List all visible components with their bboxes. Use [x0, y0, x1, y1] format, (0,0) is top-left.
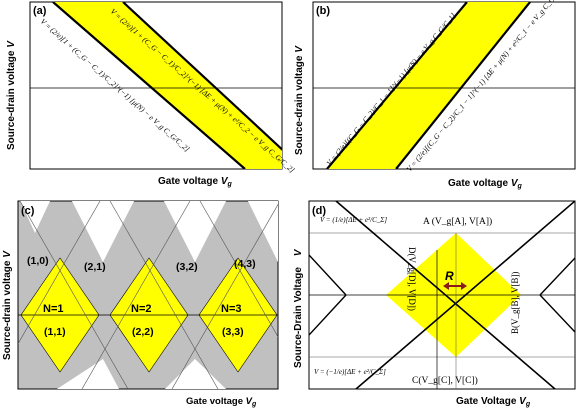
panel-d-diag: [539, 257, 575, 296]
panel-c-ylabel: Source-drain voltage: [2, 260, 13, 360]
svg-text:Source-drain voltage V: Source-drain voltage V: [2, 250, 13, 360]
svg-text:Gate voltage Vg: Gate voltage Vg: [186, 396, 257, 408]
panel-d-diag: [539, 294, 575, 333]
panel-d-xlabel: Gate Voltage: [456, 396, 517, 407]
panel-b-yellow-band: [327, 2, 530, 169]
panel-c-label-upper: (2,1): [84, 261, 106, 273]
panel-b-ylabel-sym: V: [294, 45, 305, 53]
panel-c-label-upper: (4,3): [234, 258, 256, 270]
panel-b-right-edge: [395, 2, 531, 169]
panel-c-line: [171, 203, 278, 389]
panel-d-point-d: D(V_g[D], V[D]): [407, 247, 417, 311]
panel-c-line: [19, 201, 129, 389]
panel-d-r-label: R: [445, 269, 454, 283]
panel-c-label-lower: (2,2): [132, 326, 154, 338]
panel-a-left-edge: [52, 2, 246, 169]
panel-d-diag: [309, 254, 347, 296]
panel-d-point-c: C(V_g[C], V[C]): [412, 375, 478, 386]
panel-d-point-b: B(V_g[B], V[B]): [510, 272, 520, 334]
panel-c-label-upper: (3,2): [176, 261, 198, 273]
svg-text:Source-drain voltage V: Source-drain voltage V: [294, 45, 305, 155]
panel-d-r-arrowhead: [461, 282, 467, 290]
panel-c-white-bottom: [57, 359, 119, 389]
panel-c-white-bottom: [165, 359, 226, 389]
panel-b-xlabel-sub: g: [516, 183, 522, 190]
panel-d-point-a: A (V_g[A], V[A]): [423, 216, 492, 227]
panel-a-xlabel-sym: V: [221, 176, 229, 187]
panel-c-label-lower: (1,1): [44, 326, 66, 338]
panel-c-n-label: N=3: [221, 303, 242, 315]
svg-text:Source-Drain Voltage V: Source-Drain Voltage V: [293, 248, 304, 368]
panel-a-yellow-band: [53, 2, 282, 169]
panel-c-line: [81, 201, 191, 389]
panel-d-tag: (d): [312, 205, 326, 217]
svg-text:Gate voltage Vg: Gate voltage Vg: [158, 176, 232, 188]
panel-b-ylabel: Source-drain voltage: [294, 55, 305, 155]
panel-c-white-top: [20, 201, 50, 233]
panel-c: (c) Source-drain voltage V Gate voltage …: [2, 200, 279, 408]
panel-d-xlabel-sym: V: [519, 396, 527, 407]
panel-c-line: [18, 201, 101, 345]
panel-a: (a) Source-drain voltage V Gate voltage …: [6, 1, 297, 188]
panel-c-white-top: [248, 201, 278, 262]
panel-d: R (d) Source-Drain Voltage V Gate Voltag…: [293, 200, 576, 408]
svg-text:Gate voltage Vg: Gate voltage Vg: [448, 178, 522, 190]
panel-b: (b) Source-drain voltage V Gate voltage …: [294, 0, 576, 190]
panel-b-xlabel: Gate voltage: [448, 178, 508, 189]
svg-text:Gate Voltage Vg: Gate Voltage Vg: [456, 396, 531, 408]
panel-d-r-arrowhead: [443, 282, 449, 290]
panel-c-ylabel-sym: V: [2, 250, 13, 258]
panel-d-ylabel: Source-Drain Voltage: [293, 267, 304, 368]
panel-c-label-upper: (1,0): [27, 255, 49, 267]
panel-c-line: [199, 201, 278, 338]
panel-d-xlabel-sub: g: [525, 401, 531, 408]
panel-a-right-edge: [122, 2, 282, 151]
panel-b-tag: (b): [316, 5, 330, 17]
panel-a-ylabel: Source-drain voltage: [6, 50, 17, 150]
panel-d-diag: [309, 294, 347, 336]
panel-c-n-label: N=1: [43, 303, 64, 315]
panel-a-ylabel-sym: V: [6, 40, 17, 48]
panel-b-xlabel-sym: V: [511, 178, 519, 189]
panel-d-eq-bottom: V = (−1/e)[ΔE + e²/C_Σ]: [314, 368, 386, 376]
panel-c-line: [109, 201, 219, 389]
panel-c-xlabel-sym: V: [246, 396, 253, 407]
panel-c-label-lower: (3,3): [222, 326, 244, 338]
svg-text:Source-drain voltage V: Source-drain voltage V: [6, 40, 17, 150]
panel-c-xlabel: Gate voltage: [186, 396, 243, 407]
panel-a-tag: (a): [33, 5, 47, 17]
panel-c-n-label: N=2: [131, 303, 152, 315]
panel-c-tag: (c): [21, 205, 35, 217]
panel-d-diag: [335, 201, 556, 389]
panel-d-diag: [355, 201, 575, 389]
panel-a-xlabel: Gate voltage: [158, 176, 218, 187]
panel-d-ylabel-sym: V: [293, 248, 304, 256]
panel-c-white-top: [164, 201, 226, 262]
panel-b-left-edge: [326, 2, 468, 169]
panel-d-eq-top: V = (1/e)[ΔE + e²/C_Σ]: [320, 216, 387, 224]
panel-a-xlabel-sub: g: [226, 181, 232, 188]
panel-c-xlabel-sub: g: [251, 401, 257, 408]
